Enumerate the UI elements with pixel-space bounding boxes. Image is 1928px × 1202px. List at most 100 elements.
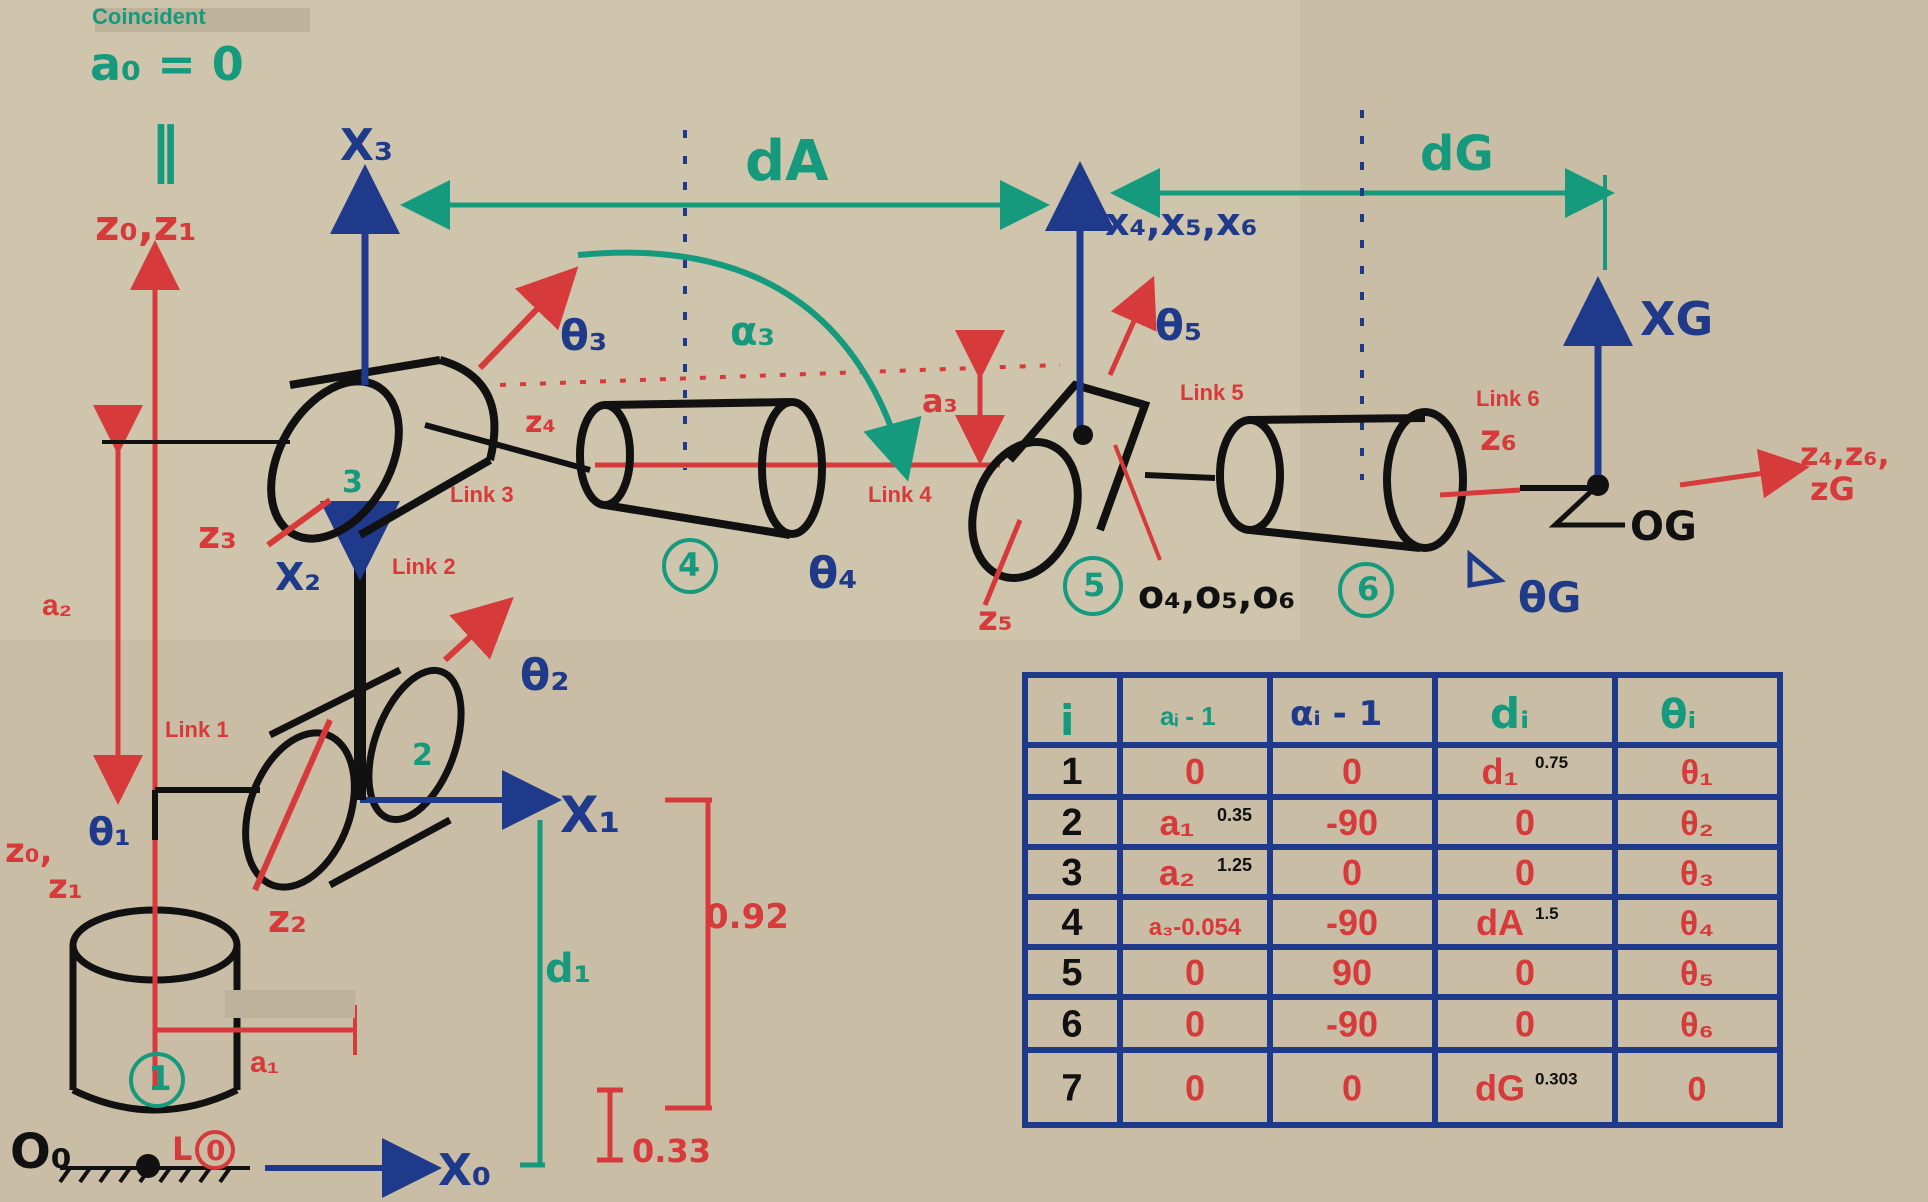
a1-label: a₁ (250, 1046, 279, 1079)
joint-6-cylinder (1216, 408, 1467, 552)
table-cell-i: 3 (1061, 852, 1082, 894)
table-cell-alpha: -90 (1326, 1004, 1378, 1045)
table-cell-a: 0 (1185, 952, 1205, 993)
a3-reference-line (499, 363, 1061, 387)
d1-label: d₁ (545, 946, 591, 992)
link-1 (152, 787, 260, 840)
o456-pointer (1113, 444, 1162, 561)
table-cell-d: 0 (1515, 1004, 1535, 1045)
table-cell-d-value: 0.75 (1535, 753, 1568, 772)
joint-3-number: 3 (342, 465, 363, 500)
dh-parameter-table: i aᵢ - 1 αᵢ - 1 dᵢ θᵢ (1020, 665, 1785, 1128)
table-cell-d: dA (1476, 902, 1524, 943)
a0-equation-label: a₀ = 0 (90, 37, 244, 91)
joint-2-cylinder (242, 666, 465, 891)
o4-o5-o6-label: o₄,o₅,o₆ (1138, 573, 1295, 617)
table-cell-i: 7 (1061, 1068, 1082, 1110)
table-cell-a-value: 1.25 (1217, 855, 1252, 875)
table-cell-i: 1 (1061, 751, 1082, 793)
link-3-label: Link 3 (450, 482, 514, 507)
l0-label: L (172, 1130, 192, 1168)
table-cell-alpha: 0 (1342, 852, 1362, 893)
a3-label: a₃ (922, 382, 958, 420)
theta1-label: θ₁ (88, 810, 131, 854)
origin-o0-dot (136, 1154, 160, 1178)
alpha3-label: α₃ (730, 309, 775, 355)
theta2-axis (442, 596, 514, 663)
table-cell-theta: θ₂ (1680, 805, 1714, 843)
table-cell-d: 0 (1515, 802, 1535, 843)
table-cell-alpha: 0 (1342, 751, 1362, 792)
table-cell-theta: θ₃ (1680, 855, 1714, 893)
xG-label: XG (1640, 292, 1713, 346)
link-3 (424, 422, 591, 473)
label-backdrop (95, 8, 310, 32)
joint-1-number: 1 (148, 1059, 172, 1099)
dG-label: dG (1420, 126, 1494, 182)
zG-axis (1679, 448, 1810, 499)
x3-label: X₃ (340, 120, 393, 171)
x0-label: X₀ (438, 1145, 491, 1196)
z2-axis (252, 718, 333, 892)
table-cell-a: a₁ (1160, 802, 1195, 843)
table-cell-d: 0 (1515, 852, 1535, 893)
table-cell-a: 0 (1185, 1004, 1205, 1045)
z4-label: z₄ (525, 405, 556, 440)
table-cell-d-value: 1.5 (1535, 904, 1559, 923)
z0-z1-top-label: z₀,z₁ (95, 201, 197, 250)
joint-2-number: 2 (412, 738, 433, 773)
x2-label: X₂ (275, 555, 321, 599)
theta2-label: θ₂ (520, 650, 570, 701)
table-cell-a-value: 0.35 (1217, 805, 1252, 825)
table-cell-a: a₃-0.054 (1149, 914, 1242, 941)
z5-label: z₅ (978, 599, 1013, 639)
z6-label: z₆ (1480, 418, 1517, 459)
table-cell-d: d₁ (1482, 751, 1519, 792)
table-cell-alpha: 90 (1332, 952, 1372, 993)
alpha3-arc (577, 249, 922, 482)
link-1-label: Link 1 (165, 717, 229, 742)
table-cell-i: 2 (1061, 802, 1082, 844)
a2-label: a₂ (42, 589, 72, 622)
table-cell-a: 0 (1185, 1068, 1205, 1109)
dh-table-rows: 1 0 0 d₁ 0.75 θ₁ 2 a₁ 0.35 -90 0 θ₂ 3 a₂ 1.25 0 0 θ₃ 4 a₃-0… (1061, 751, 1714, 1110)
z3-axis (266, 497, 332, 548)
zG-right-label-2: zG (1810, 470, 1855, 508)
z3-label: z₃ (198, 513, 237, 557)
dim-092-label: 0.92 (705, 897, 789, 937)
header-i: i (1060, 696, 1074, 745)
table-cell-a: 0 (1185, 751, 1205, 792)
table-cell-theta: θ₆ (1680, 1007, 1714, 1045)
table-cell-a: a₂ (1159, 852, 1195, 893)
thetaG-label: θG (1518, 573, 1581, 622)
table-cell-alpha: 0 (1342, 1068, 1362, 1109)
joint-6-number: 6 (1357, 570, 1379, 608)
table-cell-d-value: 0.303 (1535, 1070, 1578, 1089)
theta4-label: θ₄ (808, 548, 858, 599)
x4-x5-x6-label: x₄,x₅,x₆ (1105, 200, 1257, 244)
theta5-axis (1107, 275, 1157, 377)
table-cell-alpha: -90 (1326, 802, 1378, 843)
joint-5-number: 5 (1083, 566, 1105, 604)
joint-5-circle (1063, 556, 1123, 616)
gripper-frame (1548, 483, 1625, 528)
theta3-axis (477, 266, 579, 371)
origin-o0-label: O₀ (10, 1124, 72, 1180)
link-2-label: Link 2 (392, 554, 456, 579)
joint-4-number: 4 (678, 546, 700, 584)
joint-1-circle (129, 1052, 185, 1108)
table-cell-theta: θ₁ (1681, 754, 1713, 792)
joint-6-circle (1338, 562, 1394, 618)
table-cell-d: dG (1475, 1068, 1525, 1109)
table-cell-i: 4 (1061, 902, 1082, 944)
joint-0-circle (195, 1130, 235, 1170)
header-d: dᵢ (1490, 689, 1529, 738)
link-6-label: Link 6 (1476, 386, 1540, 411)
thetaG-arrow (1467, 549, 1506, 588)
joint-4-cylinder (576, 398, 826, 539)
table-cell-theta: θ₅ (1680, 955, 1714, 993)
table-cell-theta: 0 (1688, 1071, 1707, 1109)
table-cell-theta: θ₄ (1680, 905, 1715, 943)
table-cell-i: 6 (1061, 1004, 1082, 1046)
